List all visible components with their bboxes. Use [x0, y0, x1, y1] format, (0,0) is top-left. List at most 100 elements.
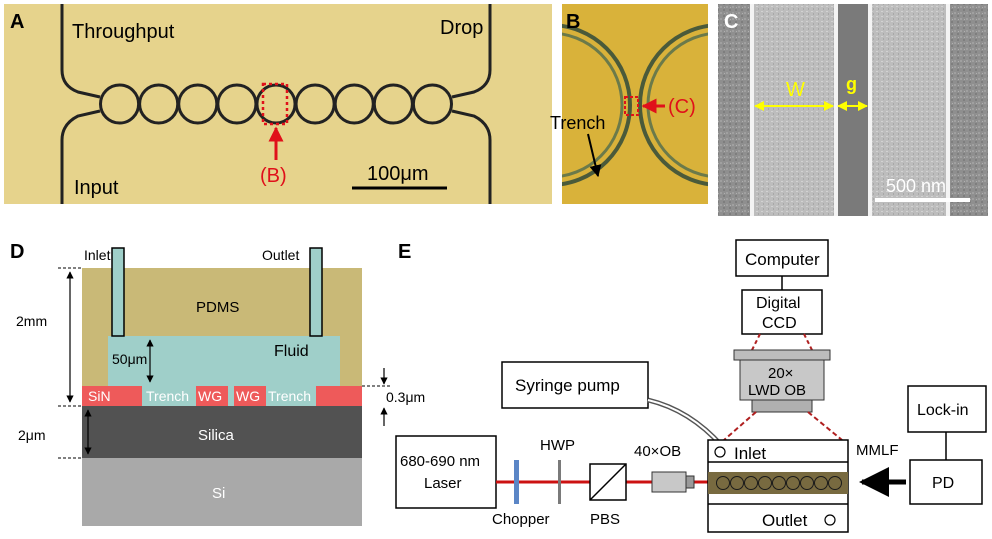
- trench-left-label: Trench: [146, 388, 189, 404]
- inlet-label: Inlet: [84, 247, 111, 263]
- computer-box: [735, 239, 829, 277]
- ccd-line1: Digital: [756, 295, 800, 312]
- syringe-label: Syringe pump: [515, 376, 620, 395]
- lockin-label: Lock-in: [917, 402, 969, 419]
- ccd-beam-right: [803, 333, 813, 351]
- chip-outlet-label: Outlet: [762, 511, 808, 530]
- objective-tip: [751, 399, 813, 413]
- drop-bottom-waveguide: [451, 109, 492, 204]
- edge-highlight-3: [868, 4, 872, 216]
- objective-40x: [651, 471, 687, 493]
- pdms-label: PDMS: [196, 299, 239, 316]
- hwp-label: HWP: [540, 437, 575, 454]
- objective-40x-tip: [685, 475, 695, 489]
- dim-50um-label: 50μm: [112, 351, 147, 367]
- panel-a: (B) A Throughput Drop Input 100μm: [4, 4, 552, 204]
- dim-2um-label: 2μm: [18, 427, 46, 443]
- trench-left: [142, 386, 196, 406]
- objective-line2: LWD OB: [748, 382, 806, 399]
- lockin-box: [907, 385, 987, 433]
- throughput-waveguide: [60, 4, 101, 99]
- objective40-label: 40×OB: [634, 443, 681, 460]
- ccd-beam-left: [751, 333, 761, 351]
- panel-c: W g C 500 nm: [718, 4, 988, 216]
- half-wave-plate: [558, 460, 561, 504]
- panel-d: D Inlet Outlet PDMS Fluid SiN Trench WG …: [10, 241, 425, 526]
- ring-2: [730, 476, 744, 490]
- wg-right: [234, 386, 266, 406]
- sin-layer-right: [316, 386, 362, 406]
- panel-c-label: C: [724, 11, 738, 33]
- drop-label: Drop: [440, 17, 483, 39]
- inlet-tube: [111, 247, 125, 337]
- pd-label: PD: [932, 475, 954, 492]
- ring-9: [411, 83, 454, 125]
- chip-ring-array: [716, 476, 842, 490]
- laser-line1: 680-690 nm: [400, 453, 480, 470]
- chopper: [514, 460, 519, 504]
- panel-b-micrograph: [562, 4, 708, 204]
- ring-4: [758, 476, 772, 490]
- digital-ccd-box: [741, 289, 823, 335]
- wg-left-label: WG: [198, 388, 222, 404]
- panel-d-label: D: [10, 241, 24, 263]
- gap-label: g: [846, 74, 857, 94]
- panel-a-scale-label: 100μm: [367, 163, 429, 185]
- syringe-pump-box: [501, 361, 649, 409]
- edge-highlight-2: [834, 4, 838, 216]
- chip: [708, 472, 848, 494]
- sin-layer-left: [82, 386, 142, 406]
- ccd-line2: CCD: [762, 315, 797, 332]
- ring-9: [828, 476, 842, 490]
- laser-box: [395, 435, 497, 509]
- fluid-label: Fluid: [274, 343, 309, 360]
- right-ring-outer: [638, 23, 708, 187]
- ring-band: [870, 4, 948, 216]
- panel-a-marker-label: (B): [260, 165, 287, 187]
- chip-inlet-label: Inlet: [734, 444, 766, 463]
- drop-waveguide: [451, 4, 492, 99]
- width-label: W: [786, 79, 805, 101]
- inlet-port-icon: [714, 446, 726, 458]
- dim-03um-label: 0.3μm: [386, 389, 425, 405]
- pbs-label: PBS: [590, 511, 620, 528]
- panel-a-selection-box: [261, 82, 289, 126]
- computer-label: Computer: [745, 250, 820, 269]
- syringe-tube-outer: [647, 397, 724, 448]
- left-ring-outer: [562, 23, 632, 187]
- input-label: Input: [74, 177, 119, 199]
- waveguide-band: [752, 4, 836, 216]
- input-waveguide: [60, 109, 101, 204]
- panel-c-scale-label: 500 nm: [886, 176, 946, 196]
- trench-label: Trench: [550, 113, 605, 133]
- wg-left: [196, 386, 228, 406]
- panel-b-marker-label: (C): [668, 96, 696, 118]
- objective-top: [733, 349, 831, 361]
- outlet-label: Outlet: [262, 247, 299, 263]
- trench-right: [266, 386, 316, 406]
- ring-8: [814, 476, 828, 490]
- panel-a-micrograph: [4, 4, 552, 204]
- panel-e-label: E: [398, 241, 411, 263]
- outlet-tube: [309, 247, 323, 337]
- left-ring-inner: [562, 32, 624, 178]
- objective-body: [739, 359, 825, 401]
- objective-line1: 20×: [768, 365, 793, 382]
- ring-3: [744, 476, 758, 490]
- outlet-port-icon: [824, 514, 836, 526]
- edge-highlight-1: [750, 4, 754, 216]
- si-substrate: [82, 458, 362, 526]
- panel-e: E Computer Digital CCD 20× LWD OB Syring…: [395, 239, 987, 533]
- gap-center: [228, 386, 234, 406]
- si-label: Si: [212, 485, 225, 502]
- gap-band: [838, 4, 870, 216]
- panel-b-selection-box: [624, 96, 639, 116]
- edge-highlight-4: [946, 4, 950, 216]
- ring-6: [786, 476, 800, 490]
- panel-b-label: B: [566, 11, 580, 33]
- throughput-label: Throughput: [72, 21, 175, 43]
- silica-label: Silica: [198, 427, 235, 444]
- silica-layer: [82, 406, 362, 458]
- trench-arrow: [587, 133, 602, 178]
